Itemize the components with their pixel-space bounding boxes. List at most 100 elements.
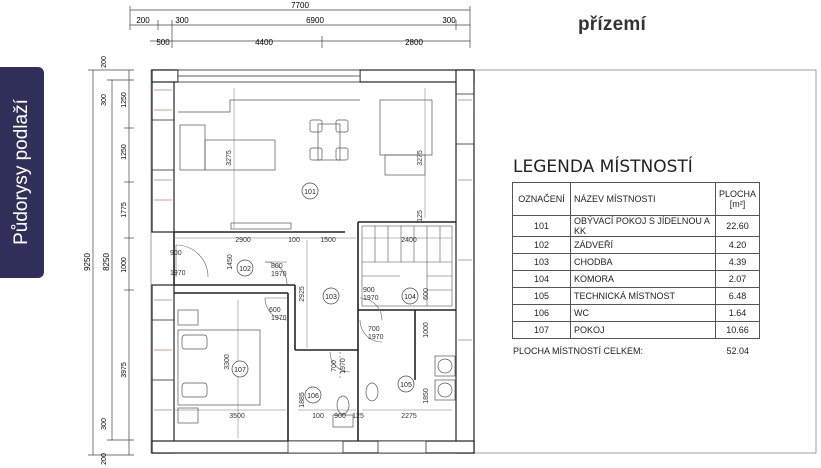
dim-900-b: 900: [363, 287, 375, 294]
wall-hatching: [154, 89, 472, 411]
dim-1000-inner: 1000: [423, 322, 430, 338]
room-area: 2.07: [714, 270, 761, 288]
side-tab[interactable]: Půdorysy podlaží: [0, 67, 44, 278]
room-name: ZÁDVEŘÍ: [570, 236, 716, 254]
legend-header-area-unit: [m²]: [729, 199, 746, 209]
dim-1970-c: 1970: [363, 295, 379, 302]
dim-4400: 4400: [255, 38, 273, 47]
kitchen-furniture: [178, 99, 433, 230]
legend-title: LEGENDA MÍSTNOSTÍ: [513, 157, 693, 177]
dim-3975: 3975: [121, 362, 128, 378]
room-label-101: 101: [304, 189, 316, 196]
wc-fixtures: [332, 395, 354, 428]
room-label-107: 107: [234, 367, 246, 374]
room-code: 106: [512, 304, 571, 322]
drawing-frame: [150, 69, 817, 454]
room-name: CHODBA: [570, 253, 716, 271]
dim-2275: 2275: [401, 413, 417, 420]
room-area: 10.66: [714, 321, 761, 339]
dim-1970-f: 1970: [340, 358, 347, 374]
room-name: WC: [570, 304, 716, 322]
dim-600-a: 600: [269, 307, 281, 314]
top-dimensions: [129, 6, 471, 48]
room-code: 102: [512, 236, 571, 254]
room-marker-102: [236, 259, 254, 277]
dim-125-top: 125: [417, 210, 424, 222]
dim-125-b: 125: [352, 413, 364, 420]
technical-fixtures: [365, 355, 456, 402]
dim-2400: 2400: [401, 237, 417, 244]
room-area: 6.48: [714, 287, 761, 305]
dim-1970-e: 1970: [368, 334, 384, 341]
dim-2800: 2800: [405, 38, 423, 47]
doors: [175, 244, 383, 380]
room-label-103: 103: [325, 294, 337, 301]
dim-300-top-left: 300: [175, 16, 189, 25]
windows: [151, 69, 475, 454]
dim-7700: 7700: [291, 1, 309, 10]
dim-3275-right: 3275: [417, 150, 424, 166]
room-area: 4.20: [714, 236, 761, 254]
dim-900-c: 900: [334, 413, 346, 420]
room-area: 1.64: [714, 304, 761, 322]
dim-3300: 3300: [224, 354, 231, 370]
dim-8250: 8250: [102, 253, 111, 271]
room-marker-107: [231, 360, 249, 378]
dim-500: 500: [156, 38, 170, 47]
dim-600-b: 600: [423, 288, 430, 300]
dim-200-left-bottom: 200: [101, 453, 108, 465]
dim-1970-d: 1970: [271, 315, 287, 322]
room-code: 107: [512, 321, 571, 339]
dim-1500: 1500: [320, 237, 336, 244]
dim-300-left-top: 300: [101, 94, 108, 106]
dim-1885: 1885: [299, 392, 306, 408]
dim-2900: 2900: [235, 237, 251, 244]
dim-3275-left: 3275: [226, 150, 233, 166]
room-code: 105: [512, 287, 571, 305]
dim-1970-b: 1970: [271, 271, 287, 278]
legend-header-name: NÁZEV MÍSTNOSTI: [570, 182, 716, 216]
legend-total-label: PLOCHA MÍSTNOSTÍ CELKEM:: [513, 346, 644, 356]
dim-100-a: 100: [288, 237, 300, 244]
room-name: TECHNICKÁ MÍSTNOST: [570, 287, 716, 305]
dim-1970-a: 1970: [170, 270, 186, 277]
room-code: 103: [512, 253, 571, 271]
room-name: OBÝVACÍ POKOJ S JÍDELNOU A KK: [570, 215, 716, 237]
room-code: 104: [512, 270, 571, 288]
dim-100-b: 100: [312, 413, 324, 420]
legend-total-value: 52.04: [726, 346, 749, 356]
room-marker-106: [304, 386, 322, 404]
room-label-104: 104: [404, 294, 416, 301]
room-code: 101: [512, 215, 571, 237]
dim-2925: 2925: [299, 286, 306, 302]
room-name: KOMORA: [570, 270, 716, 288]
dim-200-left-top: 200: [101, 56, 108, 68]
inner-walls: [173, 221, 456, 441]
dim-800-a: 800: [271, 263, 283, 270]
room-label-105: 105: [400, 382, 412, 389]
dim-1250-b: 1250: [121, 144, 128, 160]
room-area: 4.39: [714, 253, 761, 271]
dim-900-door: 900: [170, 250, 182, 257]
legend-header-area: PLOCHA[m²]: [714, 182, 761, 216]
room-marker-105: [397, 375, 415, 393]
dim-700-a: 700: [368, 326, 380, 333]
floor-title: přízemí: [578, 14, 646, 35]
room-marker-101: [301, 182, 319, 200]
dim-300-left-bottom: 300: [101, 418, 108, 430]
room-label-106: 106: [307, 393, 319, 400]
room-markers: [231, 182, 419, 404]
dim-700-b: 700: [331, 360, 338, 372]
left-dimensions: [88, 69, 134, 456]
dim-200-top: 200: [136, 16, 150, 25]
room-marker-103: [322, 287, 340, 305]
legend-header-area-label: PLOCHA: [719, 189, 757, 199]
bedroom-furniture: [177, 309, 261, 424]
